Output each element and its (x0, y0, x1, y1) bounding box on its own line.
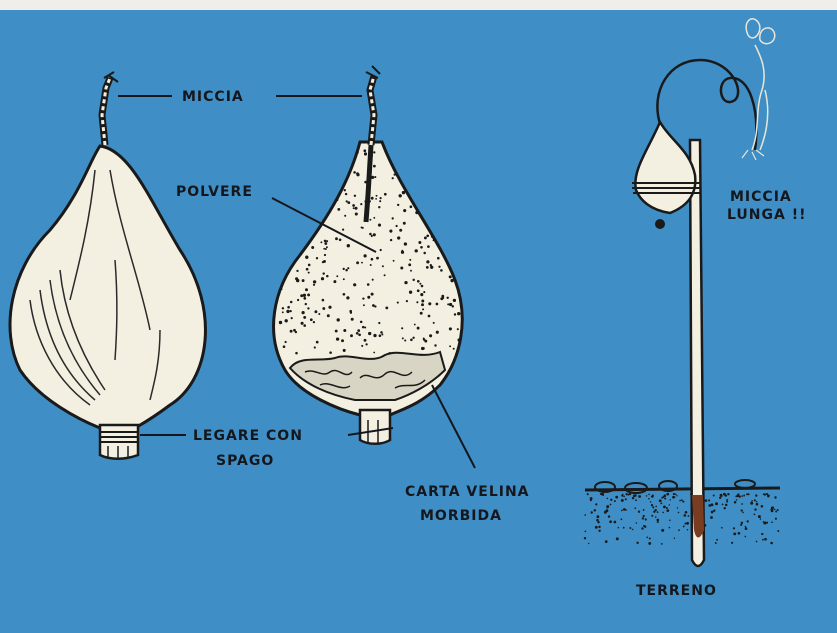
bag-on-stake (584, 19, 780, 566)
label-tie-line2: SPAGO (216, 452, 274, 470)
label-tie-line1: LEGARE CON (193, 427, 303, 445)
bag-section-neck (360, 410, 390, 444)
small-bag (635, 122, 695, 213)
label-long-fuse-line2: LUNGA !! (727, 206, 806, 224)
bag-exterior (10, 72, 205, 459)
label-ground: TERRENO (636, 582, 717, 600)
label-tissue-line1: CARTA VELINA (405, 483, 530, 501)
label-tissue-line2: MORBIDA (420, 507, 502, 525)
label-fuse: MICCIA (182, 88, 244, 106)
label-powder: POLVERE (176, 183, 253, 201)
label-long-fuse-line1: MICCIA (730, 188, 792, 206)
